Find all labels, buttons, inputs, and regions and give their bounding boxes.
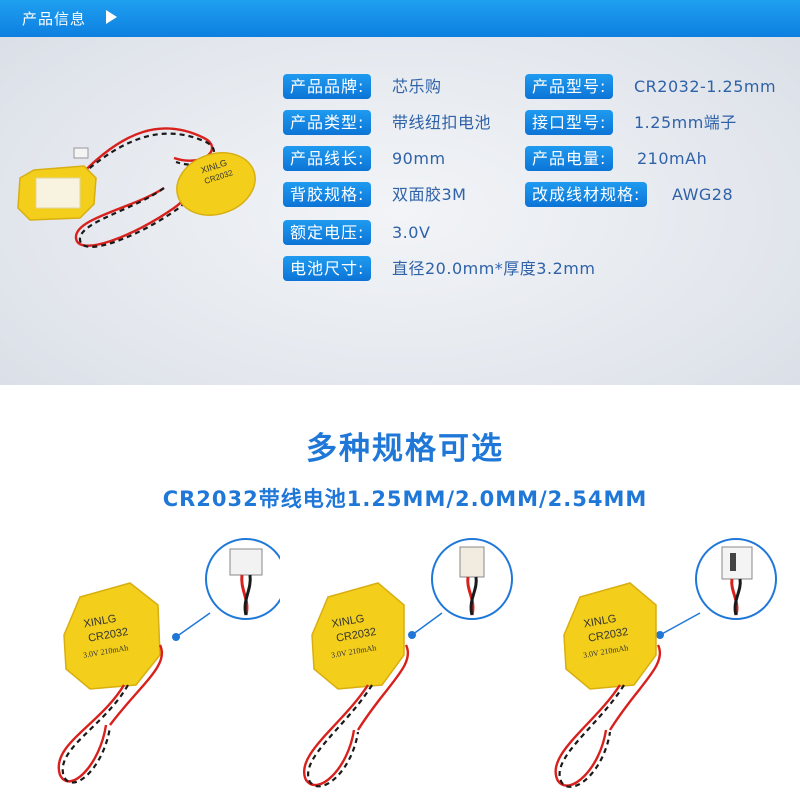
spec-value-adhesive: 双面胶3M [392,185,467,204]
options-title: 多种规格可选 [306,431,504,467]
spec-label-model: 产品型号: [525,74,614,99]
spec-value-size: 直径20.0mm*厚度3.2mm [392,259,596,278]
play-arrow-icon [106,10,117,24]
product-photo-main: XINLG CR2032 [14,118,274,268]
spec-label-brand: 产品品牌: [283,74,372,99]
product-info-section: 产品信息 XINLG CR2032 产品品牌: 芯乐购 产品型号: CR2032… [0,0,800,385]
variant-1-brand: XINLG [83,613,118,631]
spec-label-type: 产品类型: [283,110,372,135]
spec-value-type: 带线纽扣电池 [392,113,492,132]
header-bar: 产品信息 [0,0,800,37]
spec-label-interface: 接口型号: [525,110,614,135]
variant-photo-1: XINLG CR2032 3.0V 210mAh [40,525,280,800]
spec-label-capacity: 产品电量: [525,146,614,171]
options-section: 多种规格可选 CR2032带线电池1.25MM/2.0MM/2.54MM XIN… [10,385,800,800]
spec-label-adhesive: 背胶规格: [283,182,372,207]
spec-label-wire-gauge: 改成线材规格: [525,182,648,207]
variant-3-brand: XINLG [583,613,618,631]
spec-label-voltage: 额定电压: [283,220,372,245]
options-subtitle: CR2032带线电池1.25MM/2.0MM/2.54MM [162,487,648,511]
spec-value-wire-gauge: AWG28 [672,185,734,204]
spec-value-wire-length: 90mm [392,149,446,168]
spec-label-wire-length: 产品线长: [283,146,372,171]
variant-2-brand: XINLG [331,613,366,631]
spec-value-capacity: 210mAh [637,149,708,168]
header-title: 产品信息 [22,10,87,28]
spec-label-size: 电池尺寸: [283,256,372,281]
variant-photo-3: XINLG CR2032 3.0V 210mAh [530,525,790,800]
spec-value-brand: 芯乐购 [392,77,442,96]
spec-value-voltage: 3.0V [392,223,431,242]
variant-photo-2: XINLG CR2032 3.0V 210mAh [282,525,522,800]
spec-value-model: CR2032-1.25mm [634,77,777,96]
spec-value-interface: 1.25mm端子 [634,113,737,132]
